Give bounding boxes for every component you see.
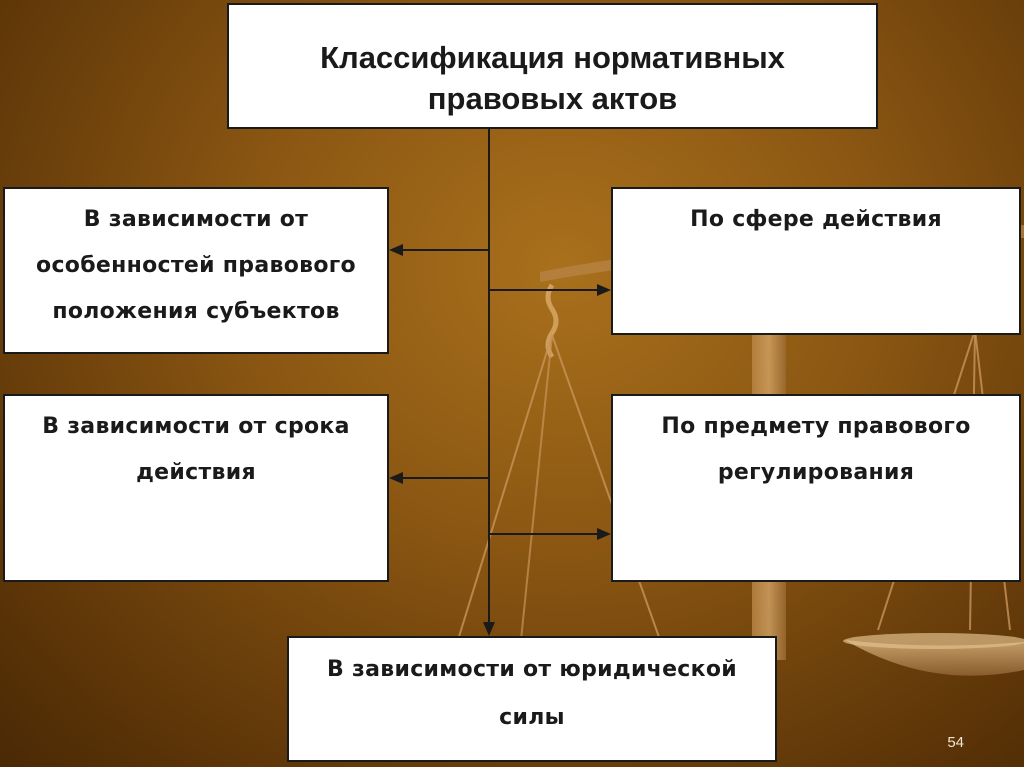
category-label: силы bbox=[499, 705, 565, 730]
category-box-term: В зависимости от срока действия bbox=[3, 394, 389, 582]
category-label: регулирования bbox=[717, 460, 915, 485]
category-box-legal-force: В зависимости от юридической силы bbox=[287, 636, 777, 762]
arrow-right-icon bbox=[597, 284, 611, 296]
title-box: Классификация нормативных правовых актов bbox=[227, 3, 878, 129]
category-label: положения субъектов bbox=[52, 299, 340, 324]
category-box-subjects: В зависимости от особенностей правового … bbox=[3, 187, 389, 354]
category-label: В зависимости от срока bbox=[42, 414, 350, 439]
title-line-2: правовых актов bbox=[427, 81, 678, 116]
arrow-left-icon bbox=[389, 244, 403, 256]
arrow-right-icon bbox=[597, 528, 611, 540]
arrow-left-icon bbox=[389, 472, 403, 484]
category-label: действия bbox=[136, 460, 256, 485]
category-box-sphere: По сфере действия bbox=[611, 187, 1021, 335]
category-box-subject-matter: По предмету правового регулирования bbox=[611, 394, 1021, 582]
category-label: По предмету правового bbox=[661, 414, 971, 439]
category-label: В зависимости от юридической bbox=[327, 657, 737, 682]
category-label: По сфере действия bbox=[690, 207, 942, 232]
category-label: В зависимости от bbox=[83, 207, 309, 232]
category-label: особенностей правового bbox=[36, 253, 356, 278]
slide-page-number: 54 bbox=[947, 734, 964, 751]
title-line-1: Классификация нормативных bbox=[320, 40, 785, 75]
arrow-down-icon bbox=[483, 622, 495, 636]
